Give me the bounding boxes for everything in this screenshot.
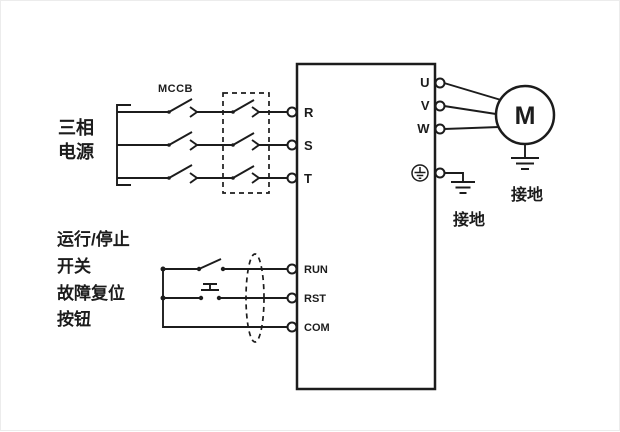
run-stop-switch <box>163 258 288 272</box>
fault-reset-button <box>163 283 288 301</box>
motor-letter: M <box>515 102 536 130</box>
terminal-v <box>434 100 446 112</box>
junction-dot <box>160 295 166 301</box>
terminal-label-run: RUN <box>304 264 328 276</box>
mccb-label: MCCB <box>158 83 193 95</box>
inverter-ground-wire <box>444 172 464 182</box>
fault-reset-label-line1: 故障复位 <box>57 283 125 303</box>
phase-wire-s <box>117 131 288 151</box>
three-phase-power-label-line1: 三相 <box>58 118 94 138</box>
terminal-earth <box>434 167 446 179</box>
phase-wire-r <box>117 98 288 118</box>
terminal-label-r: R <box>304 105 314 120</box>
terminal-label-s: S <box>304 138 313 153</box>
inverter-ground-label: 接地 <box>453 210 485 229</box>
contact-pivot-dot <box>167 143 171 147</box>
fault-reset-label-line2: 按钮 <box>57 309 91 329</box>
terminal-r <box>286 106 298 118</box>
contact-pivot-dot <box>231 176 235 180</box>
terminal-t <box>286 172 298 184</box>
motor-ground-label: 接地 <box>511 185 543 204</box>
cable-shield-outline <box>245 253 265 343</box>
inverter-ground-symbol <box>451 181 475 194</box>
phase-wires <box>117 98 288 184</box>
contact-pivot-dot <box>231 110 235 114</box>
terminal-rst <box>286 292 298 304</box>
motor-ground-symbol <box>511 144 539 170</box>
control-circuit <box>160 253 288 343</box>
terminal-label-rst: RST <box>304 293 326 305</box>
junction-dot <box>160 266 166 272</box>
motor-circuit: M 接地 <box>443 82 556 204</box>
contactor-dashed-box <box>222 92 270 194</box>
contact-pivot-dot <box>167 176 171 180</box>
inverter-body <box>295 62 437 391</box>
contact-pivot-dot <box>167 110 171 114</box>
terminal-label-v: V <box>421 98 430 113</box>
inverter-ground-circuit: 接地 <box>444 172 485 229</box>
terminal-s <box>286 139 298 151</box>
terminal-label-com: COM <box>304 322 330 334</box>
inverter-left-terminals: R S T RUN RST COM <box>286 105 330 334</box>
motor-wire-u <box>443 82 502 101</box>
run-stop-label-line1: 运行/停止 <box>57 229 130 249</box>
terminal-run <box>286 263 298 275</box>
terminal-label-w: W <box>417 121 430 136</box>
earth-terminal-icon <box>411 164 429 182</box>
common-wire <box>160 266 288 328</box>
phase-wire-t <box>117 164 288 184</box>
terminal-w <box>434 123 446 135</box>
run-stop-label-line2: 开关 <box>57 256 91 276</box>
terminal-u <box>434 77 446 89</box>
contact-pivot-dot <box>231 143 235 147</box>
terminal-com <box>286 321 298 333</box>
terminal-label-u: U <box>420 75 430 90</box>
terminal-label-t: T <box>304 171 312 186</box>
three-phase-power-label-line2: 电源 <box>58 141 94 162</box>
motor-wire-v <box>443 105 497 115</box>
motor-wire-w <box>443 126 500 130</box>
